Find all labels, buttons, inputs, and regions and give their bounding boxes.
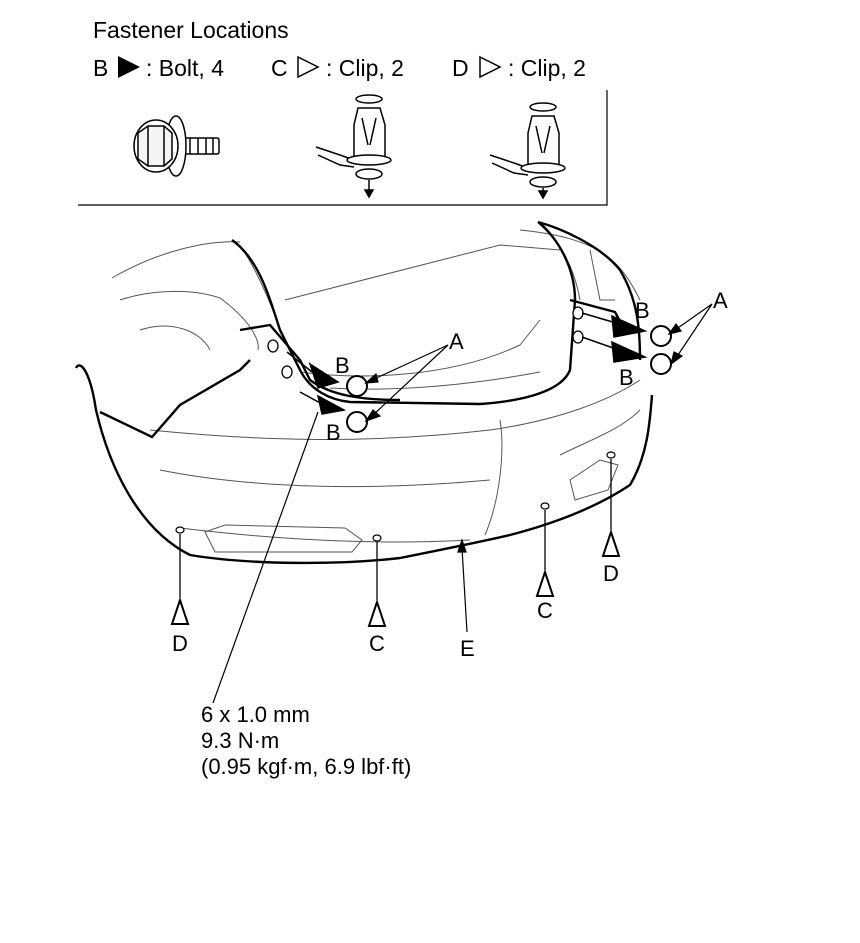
label-a-right: A [713, 288, 728, 313]
label-b-right-lower: B [619, 365, 634, 390]
bumper-cover [74, 220, 654, 565]
torque-nm: 9.3 N·m [201, 728, 279, 753]
bolt-b-arrows [286, 312, 648, 415]
legend-title: Fastener Locations [93, 17, 289, 43]
legend-frame [78, 90, 608, 206]
clip-locators [170, 459, 621, 627]
label-c-left: C [369, 631, 385, 656]
torque-size: 6 x 1.0 mm [201, 702, 310, 727]
filled-triangle-icon [118, 56, 140, 78]
legend-desc-bolt: : Bolt, 4 [146, 55, 224, 81]
label-d-left: D [172, 631, 188, 656]
legend-letter-d: D [452, 55, 469, 81]
open-triangle-icon [297, 55, 320, 79]
clip-c-illustration [315, 94, 392, 199]
legend-item-clip-c: C : Clip, 2 [271, 55, 404, 81]
legend-letter-c: C [271, 55, 288, 81]
clip-a-icons [346, 325, 672, 433]
label-d-right: D [603, 561, 619, 586]
legend-desc-clip-c: : Clip, 2 [326, 55, 404, 81]
open-triangle-icon [479, 55, 502, 79]
label-b-left-upper: B [335, 353, 350, 378]
clip-d-illustration [489, 102, 566, 200]
label-b-right-upper: B [635, 298, 650, 323]
legend-letter-b: B [93, 55, 108, 81]
torque-imperial: (0.95 kgf·m, 6.9 lbf·ft) [201, 754, 411, 779]
torque-spec: 6 x 1.0 mm 9.3 N·m (0.95 kgf·m, 6.9 lbf·… [201, 702, 411, 779]
label-c-right: C [537, 598, 553, 623]
bolt-illustration [133, 115, 220, 177]
label-a-left: A [449, 329, 464, 354]
legend-desc-clip-d: : Clip, 2 [508, 55, 586, 81]
legend-item-clip-d: D : Clip, 2 [452, 55, 586, 81]
label-e: E [460, 636, 475, 661]
label-b-left-lower: B [326, 420, 341, 445]
vehicle-body [111, 221, 641, 553]
legend-item-bolt: B : Bolt, 4 [93, 55, 224, 81]
clip-holes [175, 451, 616, 542]
leader-lines [212, 303, 713, 704]
mounting-holes [267, 306, 584, 379]
